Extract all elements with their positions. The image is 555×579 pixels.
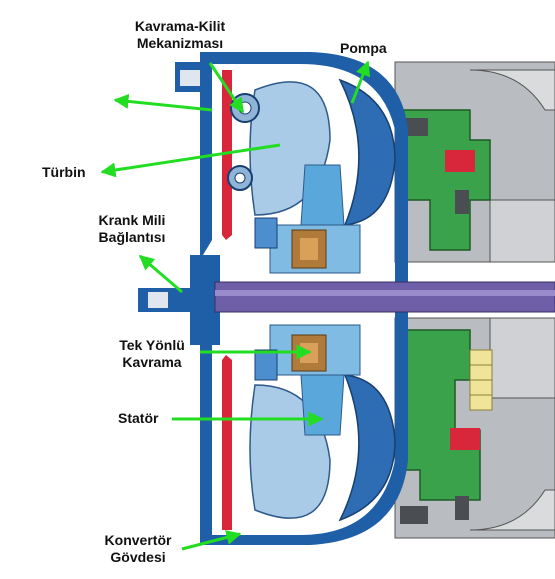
label-govde-line1: Konvertör bbox=[104, 532, 172, 548]
arrow-pompa bbox=[350, 60, 371, 104]
label-kilit-line2: Mekanizması bbox=[136, 35, 224, 51]
label-tek-yonlu-line2: Kavrama bbox=[122, 354, 182, 370]
label-konvertor-govdesi: Konvertör Gövdesi bbox=[94, 532, 182, 566]
crankshaft-hub bbox=[138, 288, 198, 312]
yellow-bearing bbox=[469, 349, 493, 411]
arrow-govde bbox=[181, 530, 242, 551]
arrow-krank bbox=[138, 254, 183, 294]
label-stator: Statör bbox=[118, 410, 159, 426]
pump-impeller bbox=[338, 78, 396, 522]
label-kilit-mekanizmasi: Kavrama-Kilit Mekanizması bbox=[112, 18, 248, 52]
label-pompa: Pompa bbox=[340, 40, 387, 56]
arrow-kilit bbox=[208, 62, 245, 114]
label-turbin: Türbin bbox=[42, 164, 86, 180]
label-tek-yonlu-line1: Tek Yönlü bbox=[119, 337, 185, 353]
arrow-kilit-left bbox=[113, 93, 213, 112]
label-kilit-line1: Kavrama-Kilit bbox=[134, 18, 226, 34]
label-tek-yonlu-kavrama: Tek Yönlü Kavrama bbox=[110, 337, 194, 371]
label-krank-line2: Bağlantısı bbox=[98, 229, 166, 245]
callout-arrows bbox=[100, 60, 371, 551]
turbine-shaft bbox=[214, 281, 555, 313]
converter-housing bbox=[175, 52, 408, 545]
label-krank-mili: Krank Mili Bağlantısı bbox=[88, 212, 176, 246]
label-krank-line1: Krank Mili bbox=[98, 212, 166, 228]
arrow-turbin bbox=[100, 143, 281, 178]
bolts bbox=[400, 118, 469, 524]
label-govde-line2: Gövdesi bbox=[110, 549, 166, 565]
